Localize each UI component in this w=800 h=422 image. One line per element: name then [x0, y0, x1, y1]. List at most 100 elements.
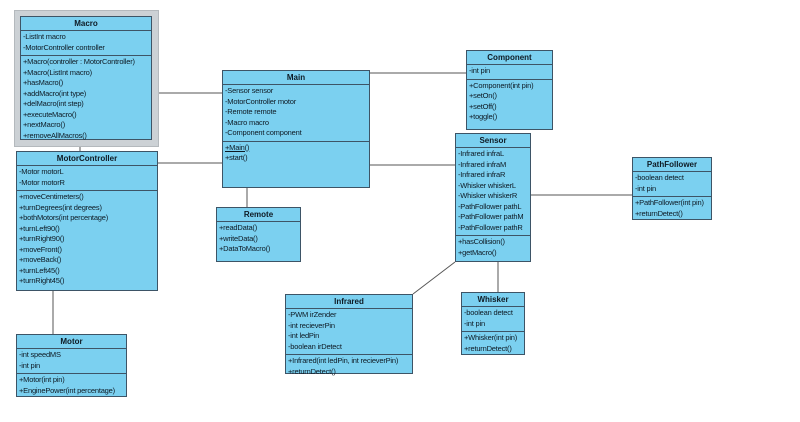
- class-method: +returnDetect(): [288, 366, 336, 376]
- class-method: +getMacro(): [458, 247, 497, 257]
- class-method: +moveFront(): [19, 244, 62, 254]
- class-attribute: -PWM irZender: [288, 310, 337, 319]
- class-box-sensor[interactable]: Sensor -Infrared infraL-Infrared infraM-…: [455, 133, 531, 262]
- class-attribute-compartment: -Motor motorL-Motor motorR: [17, 166, 157, 191]
- class-method: +turnDegrees(int degrees): [19, 202, 102, 212]
- class-method: +moveBack(): [19, 255, 62, 264]
- class-attribute-compartment: -Sensor sensor-MotorController motor-Rem…: [223, 85, 369, 142]
- class-attribute: -ListInt macro: [23, 32, 66, 41]
- class-method-compartment: +Macro(controller : MotorController)+Mac…: [21, 56, 151, 143]
- class-attribute: -Whisker whiskerL: [458, 180, 516, 190]
- class-attribute: -Macro macro: [225, 117, 269, 127]
- class-method: +Motor(int pin): [19, 375, 65, 384]
- class-method: +EnginePower(int percentage): [19, 385, 115, 395]
- class-box-motor[interactable]: Motor -int speedMS-int pin+Motor(int pin…: [16, 334, 127, 397]
- class-method-compartment: +PathFollower(int pin)+returnDetect(): [633, 197, 711, 221]
- class-method: +delMacro(int step): [23, 99, 84, 108]
- class-method: +Component(int pin): [469, 80, 534, 90]
- class-method: +Whisker(int pin): [464, 333, 518, 342]
- class-method: +writeData(): [219, 233, 258, 243]
- class-method: +removeAllMacros(): [23, 130, 87, 140]
- class-method: +setOn(): [469, 91, 497, 100]
- class-method: +hasCollision(): [458, 237, 505, 246]
- class-attribute: -int pin: [635, 183, 656, 193]
- class-box-infrared[interactable]: Infrared -PWM irZender-int recieverPin-i…: [285, 294, 413, 376]
- class-method: +toggle(): [469, 112, 498, 121]
- class-attribute: -int pin: [469, 66, 490, 75]
- class-method-compartment: +Main()+start(): [223, 142, 369, 188]
- class-method: +turnRight90(): [19, 234, 65, 243]
- class-method-compartment: +Infrared(int ledPin, int recieverPin)+r…: [286, 355, 412, 379]
- class-title: Motor: [17, 335, 126, 349]
- class-attribute: -Whisker whiskerR: [458, 191, 518, 200]
- class-method: +returnDetect(): [464, 343, 512, 353]
- class-method-compartment: +readData()+writeData()+DataToMacro(): [217, 222, 300, 261]
- class-method: +turnRight45(): [19, 276, 65, 285]
- class-method-compartment: +Component(int pin)+setOn()+setOff()+tog…: [467, 80, 552, 130]
- class-attribute: -int pin: [19, 360, 40, 370]
- class-box-remote[interactable]: Remote +readData()+writeData()+DataToMac…: [216, 207, 301, 262]
- class-method: +start(): [225, 153, 248, 162]
- class-title: PathFollower: [633, 158, 711, 172]
- class-attribute: -Motor motorR: [19, 177, 65, 187]
- class-method: +setOff(): [469, 101, 497, 111]
- class-method: +Main(): [225, 142, 250, 152]
- class-box-motorcontroller[interactable]: MotorController -Motor motorL-Motor moto…: [16, 151, 158, 291]
- class-attribute-compartment: -int pin: [467, 65, 552, 80]
- class-method: +addMacro(int type): [23, 88, 87, 98]
- class-box-macro[interactable]: Macro -ListInt macro-MotorController con…: [20, 16, 152, 140]
- class-title: Whisker: [462, 293, 524, 307]
- class-title: Macro: [21, 17, 151, 31]
- class-title: Sensor: [456, 134, 530, 148]
- class-attribute: -Infrared infraL: [458, 149, 504, 158]
- class-method: +turnLeft90(): [19, 223, 60, 233]
- class-attribute-compartment: -PWM irZender-int recieverPin-int ledPin…: [286, 309, 412, 355]
- class-box-pathfollower[interactable]: PathFollower -boolean detect-int pin+Pat…: [632, 157, 712, 220]
- class-method: +PathFollower(int pin): [635, 198, 704, 207]
- class-method-compartment: +hasCollision()+getMacro(): [456, 236, 530, 261]
- class-method: +nextMacro(): [23, 120, 65, 129]
- class-attribute: -int recieverPin: [288, 320, 335, 330]
- class-attribute: -int speedMS: [19, 350, 61, 359]
- class-box-whisker[interactable]: Whisker -boolean detect-int pin+Whisker(…: [461, 292, 525, 355]
- class-method: +turnLeft45(): [19, 265, 60, 275]
- connector-sensor-infrared[interactable]: [412, 261, 456, 295]
- class-method-compartment: +Whisker(int pin)+returnDetect(): [462, 332, 524, 356]
- class-attribute: -boolean detect: [635, 173, 684, 182]
- class-attribute: -PathFollower pathR: [458, 222, 523, 232]
- class-attribute-compartment: -boolean detect-int pin: [462, 307, 524, 332]
- class-method: +Macro(ListInt macro): [23, 67, 92, 77]
- class-attribute: -boolean irDetect: [288, 341, 342, 351]
- class-title: Component: [467, 51, 552, 65]
- class-title: Remote: [217, 208, 300, 222]
- class-title: Main: [223, 71, 369, 85]
- class-attribute-compartment: -boolean detect-int pin: [633, 172, 711, 197]
- class-attribute: -MotorController controller: [23, 42, 105, 52]
- class-method: +DataToMacro(): [219, 244, 271, 253]
- class-attribute: -Infrared infraM: [458, 159, 507, 169]
- class-box-component[interactable]: Component -int pin+Component(int pin)+se…: [466, 50, 553, 130]
- class-method-compartment: +moveCentimeters()+turnDegrees(int degre…: [17, 191, 157, 290]
- class-attribute: -Component component: [225, 128, 302, 137]
- class-title: Infrared: [286, 295, 412, 309]
- class-method: +moveCentimeters(): [19, 192, 84, 201]
- class-method: +readData(): [219, 223, 258, 232]
- class-method-compartment: +Motor(int pin)+EnginePower(int percenta…: [17, 374, 126, 398]
- class-attribute: -Remote remote: [225, 107, 277, 116]
- class-attribute: -Sensor sensor: [225, 86, 274, 95]
- class-method: +hasMacro(): [23, 78, 64, 87]
- class-attribute-compartment: -int speedMS-int pin: [17, 349, 126, 374]
- class-box-main[interactable]: Main -Sensor sensor-MotorController moto…: [222, 70, 370, 188]
- class-attribute: -boolean detect: [464, 308, 513, 317]
- class-attribute: -Motor motorL: [19, 167, 64, 176]
- class-attribute: -int ledPin: [288, 331, 320, 340]
- class-attribute-compartment: -Infrared infraL-Infrared infraM-Infrare…: [456, 148, 530, 236]
- class-method: +executeMacro(): [23, 109, 77, 119]
- class-method: +Macro(controller : MotorController): [23, 57, 135, 66]
- class-attribute: -MotorController motor: [225, 96, 297, 106]
- class-attribute: -int pin: [464, 318, 485, 328]
- class-attribute: -PathFollower pathM: [458, 212, 524, 221]
- class-title: MotorController: [17, 152, 157, 166]
